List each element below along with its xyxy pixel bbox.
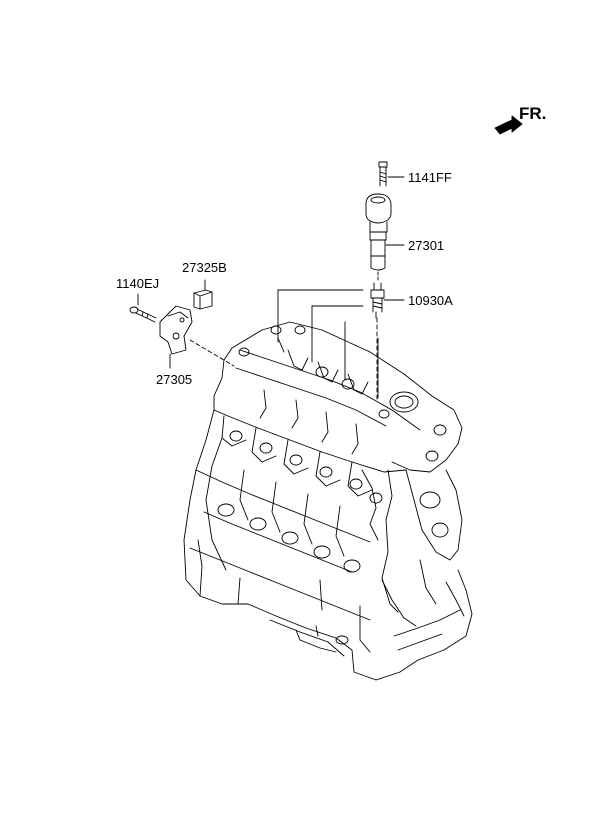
arrow-front-icon <box>494 115 523 135</box>
part-label-27325b[interactable]: 27325B <box>182 260 227 275</box>
spark-plug-drawing <box>370 282 405 401</box>
front-direction-label: FR. <box>519 104 547 123</box>
bolt-1140ej-drawing <box>129 293 157 323</box>
ignition-coil-drawing <box>365 193 405 283</box>
condenser-drawing <box>193 279 213 310</box>
part-label-1140ej[interactable]: 1140EJ <box>116 276 160 291</box>
part-label-10930a[interactable]: 10930A <box>408 293 453 308</box>
part-label-1141ff[interactable]: 1141FF <box>408 170 452 185</box>
bracket-drawing <box>159 305 235 369</box>
part-label-27305[interactable]: 27305 <box>156 372 193 387</box>
bolt-1141ff-drawing <box>378 161 405 187</box>
part-label-27301[interactable]: 27301 <box>408 238 445 253</box>
engine-block-drawing <box>183 289 473 681</box>
